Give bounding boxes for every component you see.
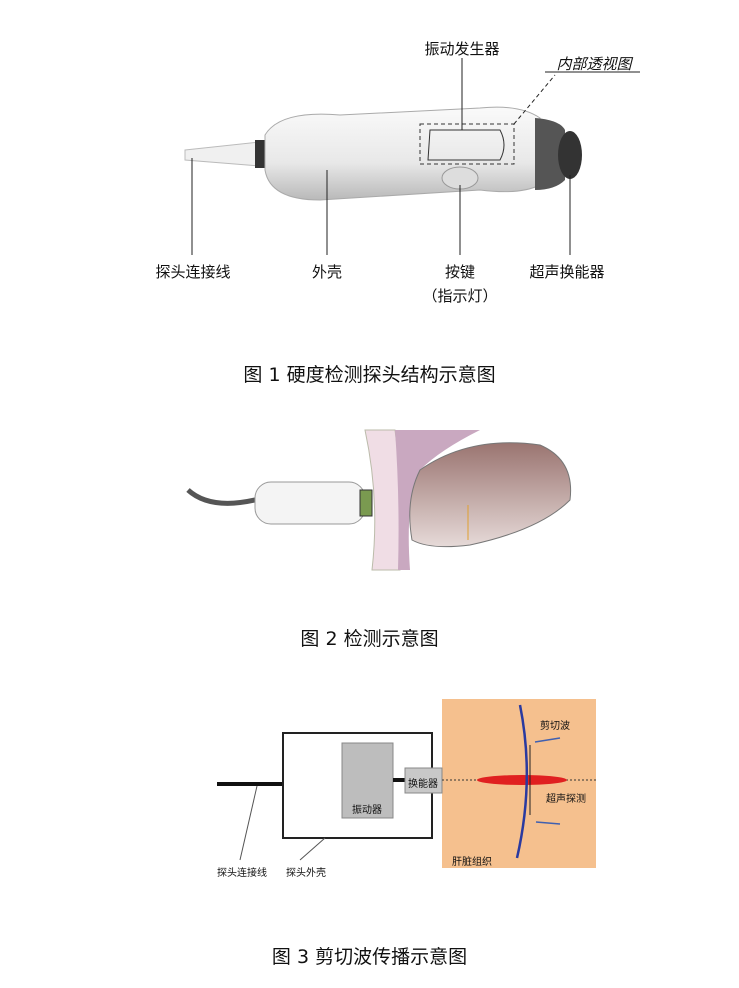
label-transducer-3: 换能器 — [408, 779, 438, 790]
label-cable-3: 探头连接线 — [217, 868, 267, 879]
label-shell: 外壳 — [311, 263, 343, 281]
detection-illustration — [186, 429, 572, 571]
label-indicator: （指示灯） — [422, 287, 498, 305]
label-inner-view: 内部透视图 — [556, 55, 632, 73]
label-liver: 肝脏组织 — [452, 857, 492, 868]
shear-wave-diagram — [217, 699, 596, 868]
label-cable: 探头连接线 — [155, 263, 231, 281]
probe-illustration — [184, 58, 640, 255]
label-transducer: 超声换能器 — [529, 263, 605, 281]
label-shear-wave: 剪切波 — [540, 721, 570, 732]
label-button: 按键 — [444, 263, 476, 281]
label-ultrasound: 超声探测 — [546, 794, 586, 805]
figure-2-caption: 图 2 检测示意图 — [300, 628, 439, 650]
figure-3-caption: 图 3 剪切波传播示意图 — [271, 946, 468, 968]
figure-1-caption: 图 1 硬度检测探头结构示意图 — [243, 364, 496, 386]
label-vibrator-3: 振动器 — [352, 805, 382, 816]
label-vibrator: 振动发生器 — [424, 40, 500, 58]
label-shell-3: 探头外壳 — [286, 868, 326, 879]
